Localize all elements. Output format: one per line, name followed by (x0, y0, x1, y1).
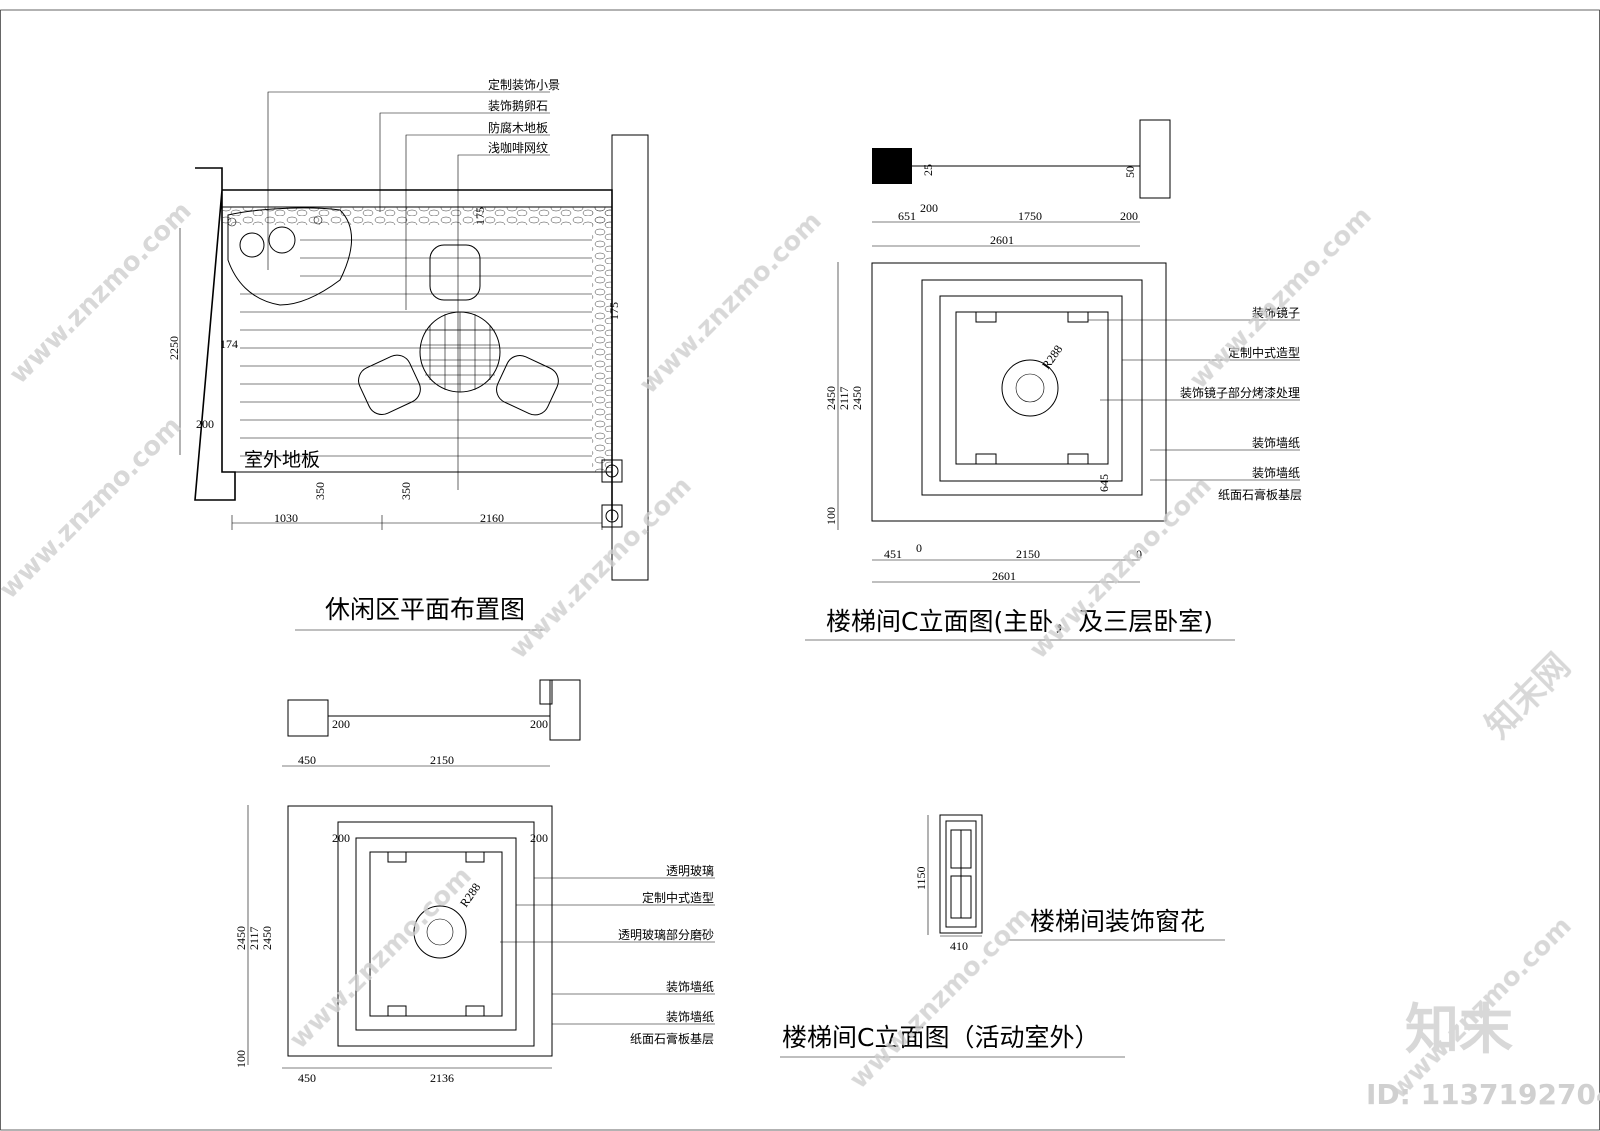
e2-note-1: 透明玻璃 (666, 864, 714, 878)
elevation-1: 25 50 651 200 1750 200 2601 R288 645 245… (805, 119, 1302, 641)
e2-title: 楼梯间C立面图（活动室外） (782, 1023, 1099, 1052)
e1-title: 楼梯间C立面图(主卧，及三层卧室) (826, 607, 1213, 636)
plan-floor-label: 室外地板 (244, 449, 320, 471)
chair-left (358, 354, 421, 415)
chair-top (429, 244, 481, 301)
plan-view: 定制装饰小景 装饰鹅卵石 防腐木地板 浅咖啡网纹 2250 200 174 17… (167, 77, 649, 631)
plan-note-1: 定制装饰小景 (488, 77, 560, 92)
e2-dim-bot-450: 450 (298, 1071, 316, 1085)
plan-dim-2250: 2250 (167, 336, 181, 360)
window-dim-height: 1150 (914, 866, 928, 890)
e1-dim-top-200a: 200 (920, 201, 938, 215)
plan-dim-1030: 1030 (274, 511, 298, 525)
plan-dim-2160: 2160 (480, 511, 504, 525)
e2-dim-left-2450a: 2450 (234, 926, 248, 950)
landscape-feature (227, 207, 353, 306)
e2-note-6: 纸面石膏板基层 (630, 1031, 714, 1046)
e1-dim-top-1750: 1750 (1018, 209, 1042, 223)
e1-note-5: 装饰墙纸 (1252, 466, 1300, 480)
plan-dim-350b: 350 (399, 482, 413, 500)
e1-dim-left-2450a: 2450 (824, 386, 838, 410)
watermark-url-5: www.znzmo.com (504, 471, 698, 665)
watermark-url-8: www.znzmo.com (844, 901, 1038, 1095)
e2-dim-left-100: 100 (234, 1050, 248, 1068)
plan-dim-174: 174 (220, 337, 238, 351)
e2-note-3: 透明玻璃部分磨砂 (618, 927, 714, 942)
plan-dim-350a: 350 (313, 482, 327, 500)
e1-dim-bot-451: 451 (884, 547, 902, 561)
e1-note-1: 装饰镜子 (1252, 305, 1300, 320)
e1-note-4: 装饰墙纸 (1252, 436, 1300, 450)
window-dim-width: 410 (950, 939, 968, 953)
sheet-border (0, 9, 1600, 1131)
plan-dim-175-top: 175 (473, 207, 487, 225)
plan-note-3: 防腐木地板 (488, 120, 548, 135)
e2-dim-bot-2136: 2136 (430, 1071, 454, 1085)
e1-dim-25: 25 (921, 164, 935, 176)
e1-dim-left-2117: 2117 (837, 386, 851, 410)
logo-text: 知末 (1405, 998, 1513, 1061)
e2-note-5: 装饰墙纸 (666, 1010, 714, 1024)
e1-dim-top-651: 651 (898, 209, 916, 223)
e2-dim-left-2117: 2117 (247, 926, 261, 950)
window-detail: 1150 410 楼梯间装饰窗花 (914, 814, 1225, 953)
watermark-url-2: www.znzmo.com (634, 206, 828, 400)
e1-radius: R288 (1039, 342, 1065, 371)
e2-note-2: 定制中式造型 (642, 890, 714, 905)
e1-dim-bot-2150: 2150 (1016, 547, 1040, 561)
e1-dim-left-2450b: 2450 (850, 386, 864, 410)
e2-inner-200b: 200 (530, 831, 548, 845)
e1-dim-50: 50 (1123, 166, 1137, 178)
watermarks: www.znzmo.com www.znzmo.com www.znzmo.co… (0, 196, 1578, 1105)
e1-dim-645: 645 (1097, 474, 1111, 492)
plan-dim-175-right: 175 (607, 302, 621, 320)
e2-dim-top-200a: 200 (332, 717, 350, 731)
watermark-brand: 知末网 (1478, 646, 1578, 746)
e1-note-3: 装饰镜子部分烤漆处理 (1180, 385, 1300, 400)
wood-floor (240, 239, 592, 457)
elevation-2: 200 200 450 2150 R288 200 200 2450 2117 … (234, 679, 1125, 1085)
watermark-url-3: www.znzmo.com (1184, 201, 1378, 395)
e2-dim-left-2450b: 2450 (260, 926, 274, 950)
e2-dim-top-200b: 200 (530, 717, 548, 731)
e1-dim-top-total: 2601 (990, 233, 1014, 247)
plan-dim-200: 200 (196, 417, 214, 431)
watermark-url-7: www.znzmo.com (284, 861, 478, 1055)
plan-note-4: 浅咖啡网纹 (488, 140, 548, 155)
e1-dim-top-200b: 200 (1120, 209, 1138, 223)
e1-dim-bot-0a: 0 (916, 541, 922, 555)
e2-dim-top-450: 450 (298, 753, 316, 767)
e1-dim-left-100: 100 (824, 507, 838, 525)
e1-dim-bot-total: 2601 (992, 569, 1016, 583)
watermark-url-4: www.znzmo.com (0, 411, 188, 605)
e2-note-4: 装饰墙纸 (666, 980, 714, 994)
e2-medallion (413, 905, 467, 959)
image-id: ID: 1137192704 (1366, 1078, 1600, 1111)
plan-title: 休闲区平面布置图 (325, 595, 525, 624)
plan-note-2: 装饰鹅卵石 (488, 99, 548, 113)
e1-note-6: 纸面石膏板基层 (1218, 487, 1302, 502)
e1-medallion (1001, 359, 1059, 417)
e2-inner-200a: 200 (332, 831, 350, 845)
e1-dim-bot-0b: 0 (1136, 547, 1142, 561)
chair-right (496, 355, 559, 416)
e1-note-2: 定制中式造型 (1228, 345, 1300, 360)
e2-dim-top-2150: 2150 (430, 753, 454, 767)
window-title: 楼梯间装饰窗花 (1030, 907, 1205, 936)
